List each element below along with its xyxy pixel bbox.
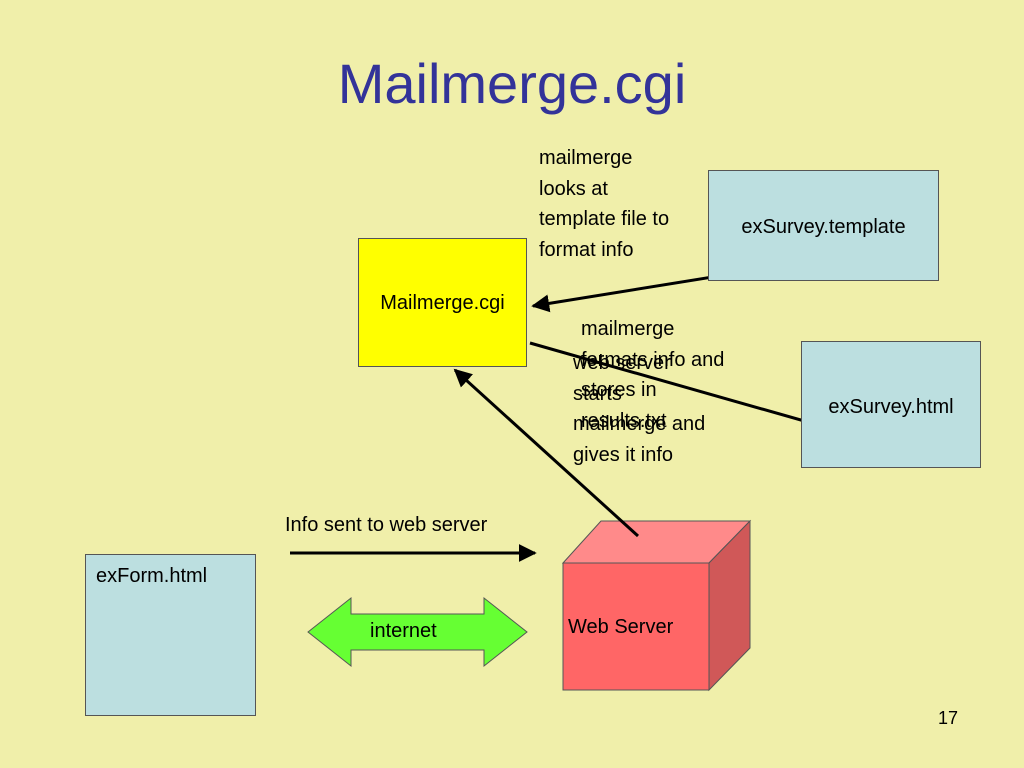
exsurvey-html-label: exSurvey.html — [828, 396, 954, 418]
results-note: mailmerge formats info and stores in res… — [581, 318, 725, 432]
web-server-cube-front — [562, 562, 710, 691]
info-sent-label: Info sent to web server — [285, 514, 488, 536]
mailmerge-cgi-label: Mailmerge.cgi — [380, 292, 505, 314]
exsurvey-html-box: exSurvey.html — [801, 341, 981, 468]
mailmerge-cgi-box: Mailmerge.cgi — [358, 238, 527, 367]
internet-double-arrow — [307, 596, 528, 668]
exsurvey-template-label: exSurvey.template — [741, 216, 906, 238]
arrow-webserver-to-mailmerge — [453, 368, 640, 538]
web-server-cube — [561, 519, 752, 692]
page-number: 17 — [938, 708, 959, 728]
webserver-note: web server starts mailmerge and gives it… — [573, 352, 706, 466]
template-note: mailmerge looks at template file to form… — [539, 147, 670, 261]
arrow-mailmerge-to-exsurvey — [529, 341, 852, 439]
internet-label: internet — [370, 620, 437, 642]
web-server-label: Web Server — [568, 616, 674, 638]
exform-html-label: exForm.html — [96, 565, 208, 587]
exsurvey-template-box: exSurvey.template — [708, 170, 939, 281]
exform-html-box: exForm.html — [85, 554, 256, 716]
slide-title: Mailmerge.cgi — [337, 52, 687, 115]
